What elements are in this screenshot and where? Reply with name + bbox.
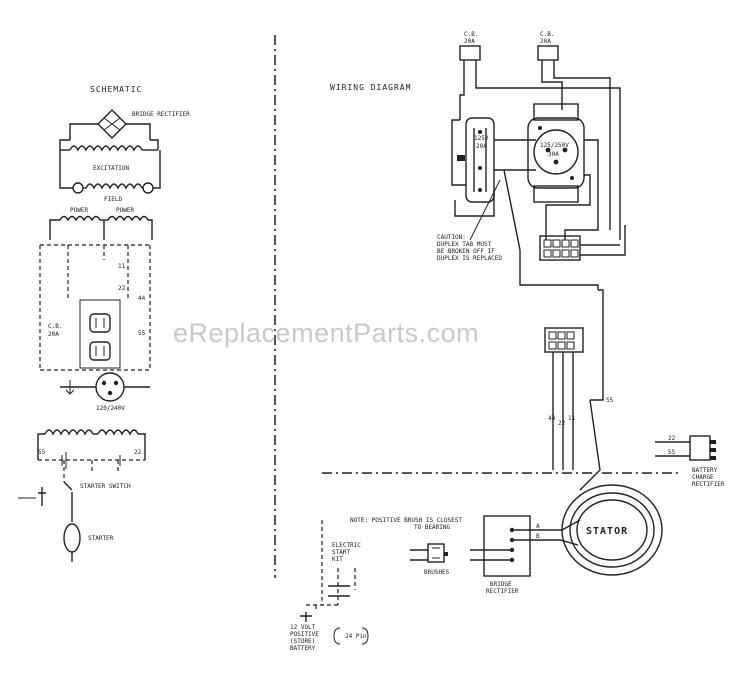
stator-label: STATOR [586, 526, 628, 537]
svg-text:B: B [536, 533, 540, 540]
locking-receptacle-240v: 125/250V 30A [527, 103, 585, 203]
circuit-breaker-left: C.B. 20A [459, 31, 481, 70]
schematic-bridge-rectifier: BRIDGE RECTIFIER [97, 109, 190, 139]
svg-text:BRIDGE: BRIDGE [490, 581, 512, 588]
power-label-right: POWER [116, 207, 134, 214]
svg-text:CHARGE: CHARGE [692, 474, 714, 481]
svg-text:(STORE): (STORE) [290, 638, 315, 645]
schematic-bridge-label: BRIDGE RECTIFIER [132, 111, 190, 118]
wiring-section: WIRING DIAGRAM C.B. 20A C.B. 20A [290, 31, 725, 652]
svg-text:NOTE: POSITIVE BRUSH IS CLOSES: NOTE: POSITIVE BRUSH IS CLOSEST [350, 517, 462, 524]
svg-text:DUPLEX TAB MUST: DUPLEX TAB MUST [437, 241, 492, 248]
excitation-label: EXCITATION [93, 165, 130, 172]
svg-text:20A: 20A [476, 143, 487, 150]
svg-text:11: 11 [118, 263, 126, 270]
brushes: BRUSHES [424, 543, 450, 576]
brush-note: NOTE: POSITIVE BRUSH IS CLOSEST TO BEARI… [350, 517, 462, 531]
battery-winding-2 [97, 429, 139, 436]
field-coil [85, 183, 143, 190]
svg-text:RECTIFIER: RECTIFIER [486, 588, 519, 595]
svg-text:22: 22 [134, 449, 142, 456]
svg-text:KIT: KIT [332, 556, 343, 563]
svg-text:START: START [332, 549, 350, 556]
connector-plug-lower [544, 327, 584, 353]
svg-text:44: 44 [548, 415, 556, 422]
svg-text:44: 44 [138, 295, 146, 302]
svg-text:CAUTION:: CAUTION: [437, 234, 466, 241]
schematic-title: SCHEMATIC [90, 85, 142, 94]
watermark: eReplacementParts.com [173, 318, 479, 348]
schematic-receptacle [95, 372, 125, 402]
svg-text:BE BROKEN OFF IF: BE BROKEN OFF IF [437, 248, 495, 255]
cb-left-top: C.B. [464, 31, 478, 38]
battery: 12 VOLT POSITIVE (STORE) BATTERY 24 Pin [290, 612, 369, 652]
svg-text:A: A [536, 523, 540, 530]
battery-winding [44, 429, 94, 436]
svg-text:12 VOLT: 12 VOLT [290, 624, 316, 631]
stator: STATOR [561, 484, 663, 576]
schematic-section: SCHEMATIC BRIDGE RECTIFIER EXCITATION FI… [18, 85, 190, 562]
svg-text:22: 22 [118, 285, 126, 292]
schematic-duplex [79, 299, 121, 369]
svg-text:22: 22 [668, 435, 676, 442]
svg-text:30A: 30A [548, 151, 559, 158]
svg-text:125/250V: 125/250V [540, 142, 569, 149]
starter-motor [63, 523, 81, 553]
cb-right-bottom: 20A [540, 38, 551, 45]
electric-start-kit: ELECTRIC START KIT [332, 542, 361, 563]
svg-text:11: 11 [568, 415, 576, 422]
battery-charge-rectifier: BATTERY CHARGE RECTIFIER [689, 435, 725, 488]
wiring-bridge-rectifier: BRIDGE RECTIFIER [483, 515, 531, 595]
svg-text:125V: 125V [474, 135, 489, 142]
cb-left-bottom: 20A [464, 38, 475, 45]
svg-text:TO BEARING: TO BEARING [414, 524, 451, 531]
caution-note: CAUTION: DUPLEX TAB MUST BE BROKEN OFF I… [437, 234, 502, 262]
excitation-coil [69, 145, 143, 152]
svg-text:ELECTRIC: ELECTRIC [332, 542, 361, 549]
starter-switch-label: STARTER SWITCH [80, 483, 131, 490]
connector-plug-upper [539, 235, 581, 261]
svg-text:BATTERY: BATTERY [692, 467, 718, 474]
svg-text:120/240V: 120/240V [96, 405, 125, 412]
svg-text:BRUSHES: BRUSHES [424, 569, 450, 576]
svg-text:55: 55 [138, 330, 146, 337]
svg-text:22: 22 [558, 420, 566, 427]
starter-label: STARTER [88, 535, 114, 542]
wiring-title: WIRING DIAGRAM [330, 83, 411, 92]
circuit-breaker-right: C.B. 20A [537, 31, 559, 70]
field-label: FIELD [104, 196, 122, 203]
svg-text:55: 55 [668, 449, 676, 456]
svg-text:24 Pin: 24 Pin [345, 633, 367, 640]
field-brush-right [142, 182, 154, 194]
svg-text:C.B.: C.B. [48, 323, 62, 330]
svg-text:55: 55 [606, 397, 614, 404]
svg-text:POSITIVE: POSITIVE [290, 631, 319, 638]
power-winding-right [107, 215, 149, 222]
svg-text:20A: 20A [48, 331, 59, 338]
power-label-left: POWER [70, 207, 88, 214]
svg-text:RECTIFIER: RECTIFIER [692, 481, 725, 488]
field-brush-left [72, 182, 84, 194]
duplex-receptacle-120v: 125V 20A [457, 117, 495, 203]
svg-text:BATTERY: BATTERY [290, 645, 316, 652]
svg-text:55: 55 [38, 449, 46, 456]
svg-text:DUPLEX IS REPLACED: DUPLEX IS REPLACED [437, 255, 502, 262]
power-winding-left [59, 215, 101, 222]
cb-right-top: C.B. [540, 31, 554, 38]
